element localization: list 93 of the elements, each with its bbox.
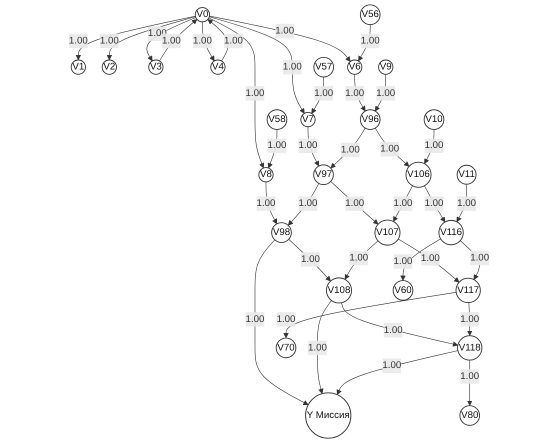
edge-label: 1.00 [394, 256, 412, 266]
edge-label: 1.00 [256, 198, 276, 209]
node-circle: V70 [276, 338, 296, 358]
edge-label: 1.00 [224, 35, 243, 46]
arrow [254, 240, 308, 406]
arrow [393, 185, 413, 222]
arrow [374, 128, 410, 167]
edge-label: 1.00 [301, 254, 320, 264]
arrow [424, 185, 446, 222]
node-circle: V56 [360, 4, 381, 25]
arrow [317, 300, 332, 394]
node-circle: V4 [210, 60, 226, 75]
node-circle: V3 [148, 60, 164, 75]
node-circle: V11 [456, 164, 477, 185]
arrow [456, 184, 467, 222]
edge-label: 1.00 [298, 198, 318, 209]
arrow [288, 183, 320, 226]
arrow [330, 128, 366, 168]
edge-label: 1.00 [394, 198, 412, 209]
edge-label: 1.00 [420, 252, 440, 264]
arrow [268, 129, 278, 168]
arrow [202, 22, 215, 62]
edge-label: 1.00 [376, 88, 396, 98]
arrow [354, 74, 366, 112]
node-circle: V8 [258, 167, 274, 182]
arrow [209, 16, 351, 62]
edge-label: 1.00 [424, 198, 444, 209]
edge-label: 1.00 [162, 35, 181, 46]
node-circle: V9 [378, 60, 394, 75]
edge-label: 1.00 [192, 35, 212, 46]
edge-label: 1.00 [246, 314, 264, 324]
node-circle: V118 [457, 335, 482, 361]
node-circle: V116 [438, 220, 464, 246]
edge-label: 1.00 [349, 252, 368, 263]
edge-label: 1.00 [460, 314, 480, 324]
arrow [341, 302, 458, 347]
arrow [398, 238, 460, 283]
node-circle: V7 [300, 112, 316, 128]
edge-label: 1.00 [380, 144, 400, 154]
arrow [308, 126, 320, 166]
node-circle: V57 [313, 56, 334, 78]
edge-label: 1.00 [340, 144, 360, 155]
edge-label: 1.00 [275, 26, 294, 36]
edge-label: 1.00 [314, 88, 334, 98]
arrow [375, 74, 386, 112]
arrow [283, 292, 456, 338]
node-circle: V6 [347, 60, 362, 75]
edge-label: 1.00 [360, 35, 380, 46]
node-circle: V10 [424, 109, 444, 130]
node-circle: V0 [194, 7, 210, 22]
arrow [311, 76, 324, 114]
arrow [336, 350, 458, 395]
node-circle: V97 [313, 164, 334, 186]
node-circle: V108 [326, 277, 352, 304]
arrow [460, 240, 480, 280]
edge-label: 1.00 [100, 35, 119, 46]
node-circle: V60 [392, 280, 414, 301]
arrow [288, 238, 331, 282]
node-circle: V58 [266, 109, 288, 130]
arrow [159, 19, 198, 62]
edge-label: 1.00 [382, 360, 402, 371]
node-circle: V1 [70, 60, 86, 75]
arrow [106, 16, 196, 60]
arrow [358, 24, 371, 62]
node-circle: V106 [406, 162, 432, 188]
edge-label: 1.00 [424, 140, 444, 151]
edge-label: 1.00 [384, 324, 403, 336]
node-circle: V98 [271, 222, 292, 243]
edge-label: 1.00 [345, 88, 364, 98]
edge-label: 1.00 [276, 314, 296, 324]
node-circle: V96 [360, 109, 381, 130]
edge-label: 1.00 [308, 342, 327, 353]
node-circle: V80 [459, 405, 480, 426]
arrow [76, 16, 196, 60]
edge-label: 1.00 [470, 252, 490, 263]
edge-label: 1.00 [460, 371, 480, 382]
arrow [146, 17, 196, 62]
node-circle: V2 [102, 60, 117, 75]
arrow [344, 240, 378, 280]
edge-label: 1.00 [268, 140, 286, 151]
edge-label: 1.00 [282, 62, 302, 72]
node-circle: Y Миссия [305, 392, 352, 439]
node-circle: V117 [456, 278, 481, 304]
arrow [424, 129, 434, 164]
node-circle: V107 [374, 220, 400, 246]
arrow [266, 182, 278, 224]
edge-label: 1.00 [68, 35, 88, 46]
arrow [330, 181, 378, 225]
arrow [400, 238, 441, 281]
edge-label: 1.00 [345, 198, 364, 209]
edge-label: 1.00 [246, 88, 264, 98]
edge-label: 1.00 [298, 140, 318, 151]
edge-label: 1.00 [457, 198, 476, 209]
